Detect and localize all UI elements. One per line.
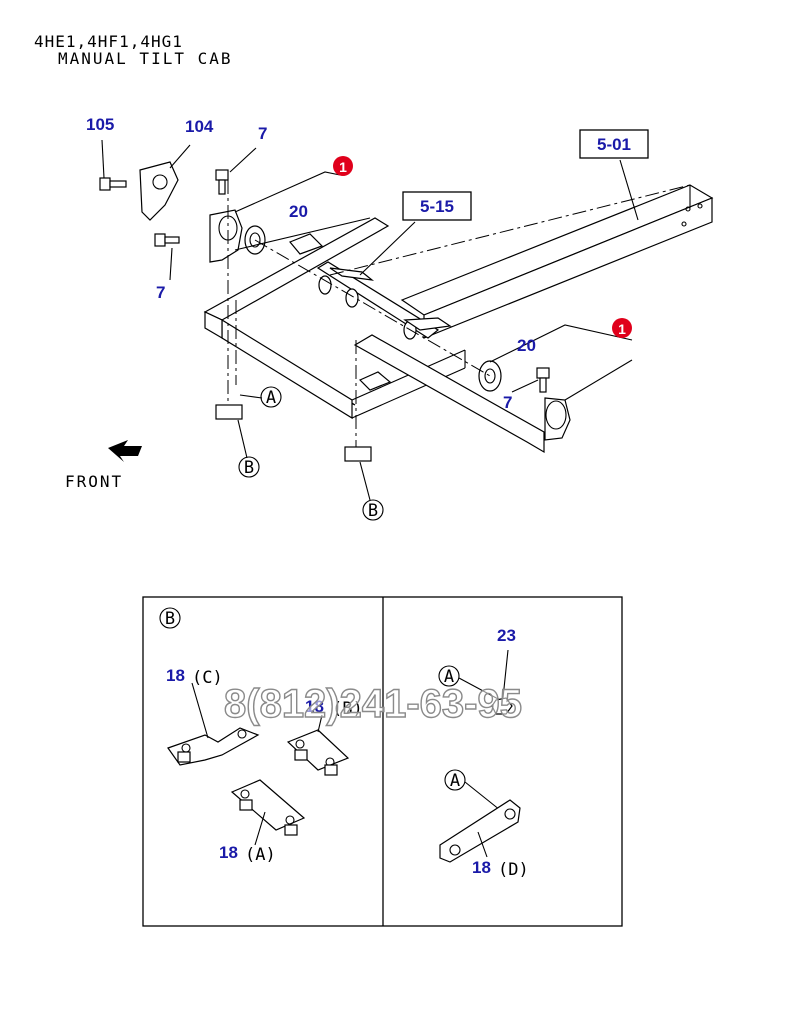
variant-c-label: (C) [192,668,223,688]
circled-a-main: A [260,386,282,408]
svg-text:A: A [444,667,454,687]
variant-d-label: (D) [498,860,529,880]
bolt-icon [154,233,180,247]
nut-plate-c [167,727,260,766]
mounting-bracket [203,217,545,454]
callout-104: 104 [185,117,214,136]
ref-box-label: 5-15 [420,197,454,216]
callout-18-c: 18 [166,666,185,685]
nut-plate-d [439,799,521,863]
variant-a-label: (A) [245,845,276,865]
red-marker-label: 1 [339,159,347,175]
callout-20-left: 20 [289,202,308,221]
callout-23: 23 [497,626,516,645]
callout-7-right: 7 [503,393,512,412]
callout-7-left: 7 [156,283,165,302]
circled-a-detail-bottom: A [444,769,466,791]
engine-models-label: 4HE1,4HF1,4HG1 [34,32,183,51]
circled-b-left: B [238,456,260,478]
cab-type-label: MANUAL TILT CAB [58,49,233,68]
hinge-shaft [316,261,452,340]
ref-box-5-01[interactable]: 5-01 [579,129,649,159]
circled-b-center: B [362,499,384,521]
callout-7-top: 7 [258,124,267,143]
bolt-icon [99,177,127,191]
svg-text:B: B [165,609,175,629]
svg-text:A: A [266,388,276,408]
detail-panel [142,596,623,927]
callout-20-right: 20 [517,336,536,355]
bushing-right [478,360,502,392]
nut-plate-a [230,779,306,836]
bolt-icon [536,367,550,393]
callout-18-a: 18 [219,843,238,862]
front-arrow-icon [108,440,142,462]
callout-105: 105 [86,115,114,134]
callout-18-d: 18 [472,858,491,877]
svg-text:B: B [244,458,254,478]
ref-box-label: 5-01 [597,135,631,154]
nut-clip-left [215,404,243,420]
watermark-phone: 8(812)241-63-95 [224,682,522,726]
tilt-lock-bracket [139,161,179,221]
nut-plate-b [286,729,350,776]
red-marker-bottom: 1 [612,318,632,338]
nut-icon [491,697,513,715]
ref-box-5-15[interactable]: 5-15 [402,191,472,221]
svg-text:A: A [450,771,460,791]
variant-b-label: (B) [332,699,363,719]
nut-clip-center [344,446,372,462]
red-marker-label: 1 [618,321,626,337]
hinge-bracket-right [544,397,571,441]
callout-18-b: 18 [305,697,324,716]
circled-b-detail: B [159,607,181,629]
front-label: FRONT [65,472,123,491]
circled-a-detail-top: A [438,665,460,687]
hinge-bracket-left [209,209,243,263]
red-marker-top: 1 [333,156,353,176]
svg-text:B: B [368,501,378,521]
bolt-icon [215,169,229,195]
